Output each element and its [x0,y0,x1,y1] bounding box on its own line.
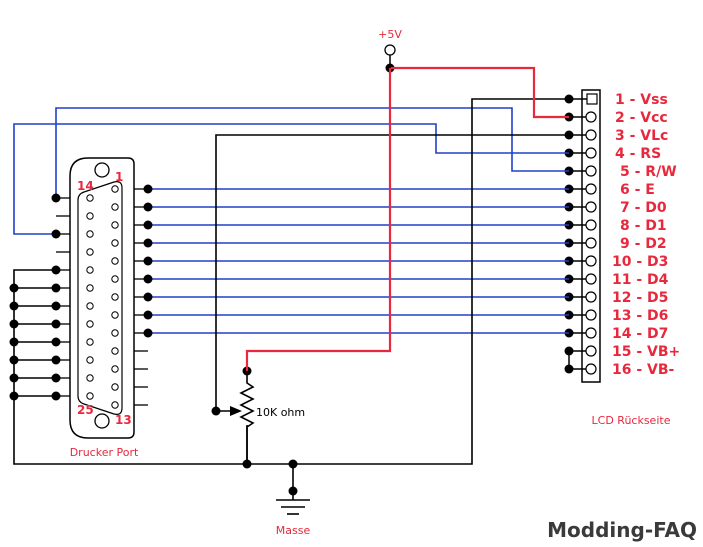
lcd-pin-11 [585,273,597,285]
lcd-pin-label-7: 7 - D0 [620,200,667,216]
lcd-pin-1 [586,93,598,105]
lcd-pin-6 [585,183,597,195]
supply-terminal [384,44,396,68]
lcd-pin-3 [585,129,597,141]
supply-lines [245,66,569,371]
dsub-pin-1-label: 1 [115,170,123,184]
lcd-pin-label-11: 11 - D4 [612,272,669,288]
data-lines [13,107,569,334]
lcd-pin-label-14: 14 - D7 [612,326,668,342]
lcd-pin-label-3: 3 - VLc [615,128,668,144]
lcd-pin-label-5: 5 - R/W [620,164,677,180]
lcd-pin-4 [585,147,597,159]
lcd-pin-label-9: 9 - D2 [620,236,667,252]
lcd-pin-label-13: 13 - D6 [612,308,668,324]
ground-label: Masse [276,524,311,537]
junction-dots [9,63,395,496]
lcd-connector [564,89,601,383]
lcd-pin-labels: 1 - Vss 2 - Vcc 3 - VLc 4 - RS 5 - R/W 6… [612,92,680,378]
lcd-pin-label-12: 12 - D5 [612,290,668,306]
lcd-pin-5 [585,165,597,177]
dsub-connector [56,157,148,439]
lcd-pin-8 [585,219,597,231]
lcd-pin-16 [585,363,597,375]
supply-label: +5V [378,28,402,41]
lcd-pin-7 [585,201,597,213]
dsub-pin-13-label: 13 [115,413,132,427]
potentiometer [230,371,255,464]
lcd-pin-label-2: 2 - Vcc [615,110,668,126]
lcd-pin-label-15: 15 - VB+ [612,344,680,360]
lcd-pin-9 [585,237,597,249]
dsub-label: Drucker Port [70,446,139,459]
mounting-hole-bottom [94,413,110,429]
dsub-pin-25-label: 25 [77,403,94,417]
lcd-pin-label-10: 10 - D3 [612,254,668,270]
pot-label: 10K ohm [256,406,305,419]
lcd-pin-label-4: 4 - RS [615,146,661,162]
lcd-pin-13 [585,309,597,321]
lcd-pin-10 [585,255,597,267]
lcd-pin-label-16: 16 - VB- [612,362,675,378]
lcd-pin-2 [585,111,597,123]
lcd-pin-12 [585,291,597,303]
lcd-pin-label-8: 8 - D1 [620,218,667,234]
mounting-hole-top [94,162,110,178]
dsub-pin-14-label: 14 [77,179,94,193]
brand-label: Modding-FAQ [547,518,697,542]
lcd-pin-label-1: 1 - Vss [615,92,668,108]
lcd-pin-14 [585,327,597,339]
lcd-pin-15 [585,345,597,357]
lcd-label: LCD Rückseite [592,414,671,427]
lcd-pin-label-6: 6 - E [620,182,655,198]
